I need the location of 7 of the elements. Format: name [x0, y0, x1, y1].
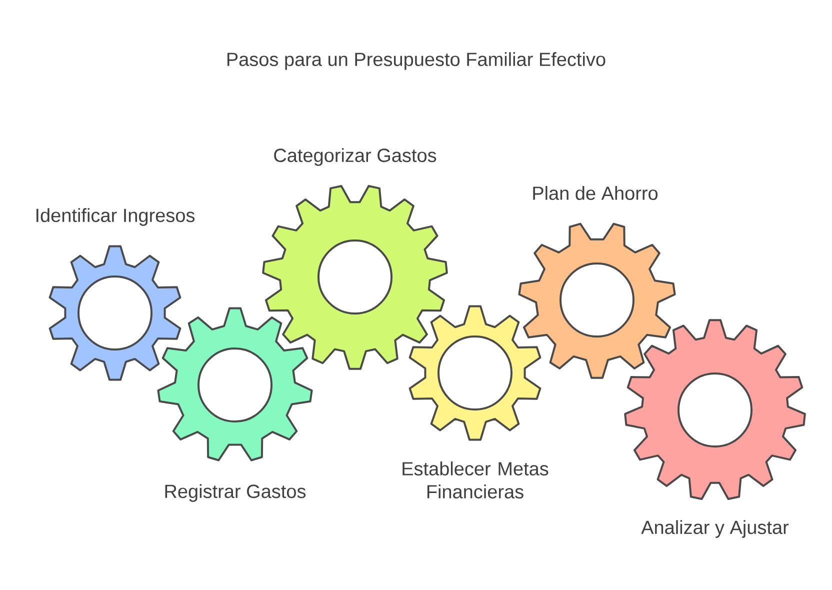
gear-label: Establecer Metas Financieras: [402, 462, 548, 498]
gear-label: Plan de Ahorro: [533, 186, 658, 200]
title: Pasos para un Presupuesto Familiar Efectivo: [227, 52, 606, 70]
gear-label: Categorizar Gastos: [274, 148, 436, 166]
gear-label: Registrar Gastos: [165, 484, 306, 502]
gear-label: Identificar Ingresos: [36, 208, 195, 226]
gear-label: Analizar y Ajustar: [641, 520, 789, 538]
